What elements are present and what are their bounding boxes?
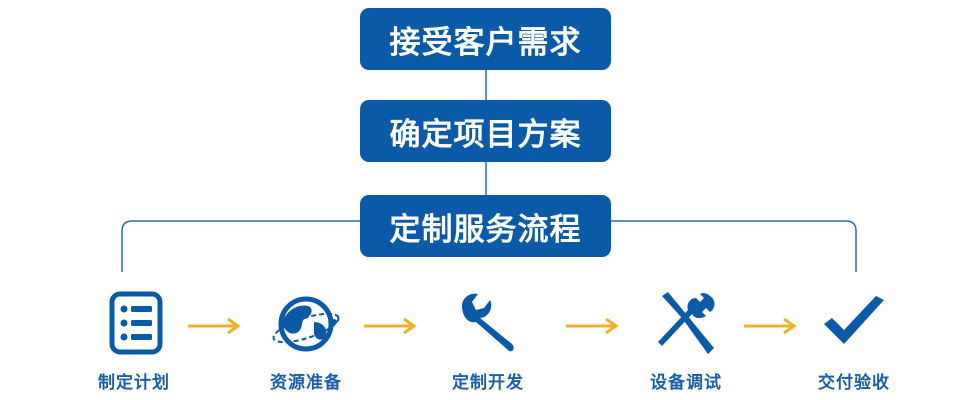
arrow-right-icon: [188, 317, 241, 335]
box-project-plan: 确定项目方案: [360, 100, 611, 162]
arrow-right-icon: [364, 317, 417, 335]
step-plan-label: 制定计划: [98, 373, 170, 393]
step-plan: 制定计划: [64, 288, 204, 393]
tools-icon: [658, 292, 715, 354]
arrow-right-icon: [566, 317, 619, 335]
arrow-right-icon: [744, 317, 797, 335]
step-debugging-label: 设备调试: [650, 373, 722, 393]
step-resources: 资源准备: [236, 288, 376, 393]
step-debugging: 设备调试: [616, 288, 756, 393]
step-development: 定制开发: [418, 288, 558, 393]
wrench-icon: [462, 293, 514, 352]
step-development-label: 定制开发: [452, 373, 524, 393]
box-custom-process: 定制服务流程: [360, 195, 611, 257]
step-resources-label: 资源准备: [270, 373, 342, 393]
box-receive-requirements: 接受客户需求: [360, 8, 611, 70]
checkmark-icon: [824, 296, 884, 344]
step-delivery-label: 交付验收: [818, 373, 890, 393]
globe-icon: [272, 296, 340, 352]
checklist-icon: [109, 291, 163, 355]
step-delivery: 交付验收: [784, 288, 924, 393]
